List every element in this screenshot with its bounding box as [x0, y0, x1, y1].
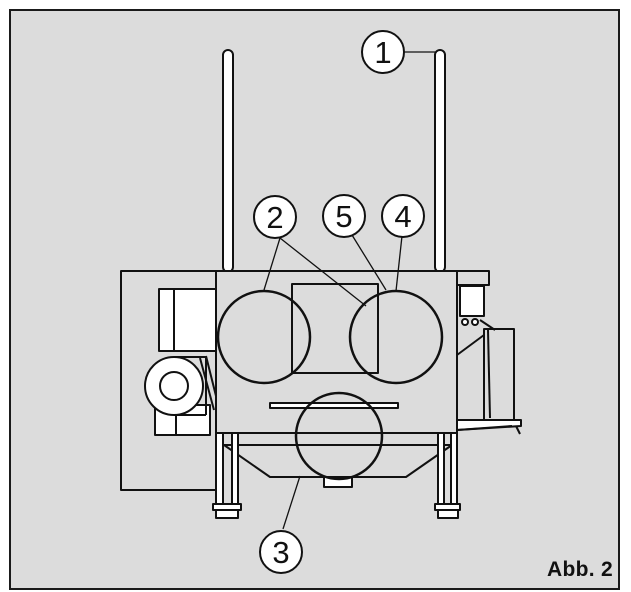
callout-4: 4 [394, 199, 411, 234]
callout-5: 5 [335, 199, 352, 234]
bottom-port [294, 391, 384, 481]
right-side-unit [456, 270, 522, 435]
callout-1: 1 [374, 35, 391, 70]
callout-labels: 1 2 3 4 5 [266, 35, 411, 570]
figure-caption: Abb. 2 [547, 558, 613, 581]
vertical-rods [222, 49, 446, 273]
callout-3: 3 [272, 535, 289, 570]
callout-2: 2 [266, 200, 283, 235]
lower-hopper [223, 444, 453, 488]
leader-lines [263, 51, 435, 530]
support-legs [212, 432, 461, 519]
main-cabinet [215, 270, 458, 434]
left-side-housing [120, 270, 218, 491]
callout-markers [253, 30, 425, 574]
